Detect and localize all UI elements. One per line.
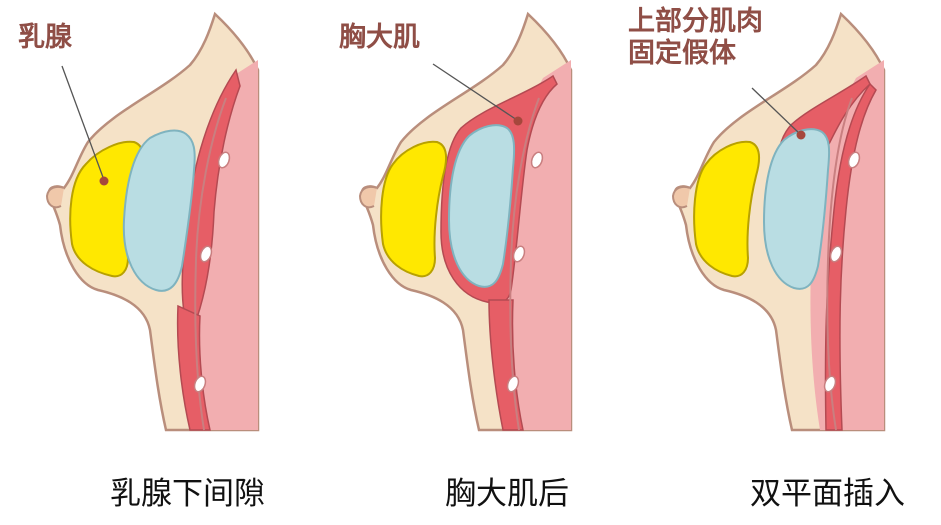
- breast-implant: [762, 128, 831, 290]
- caption-subglandular: 乳腺下间隙: [110, 476, 265, 512]
- callout-dot-1: [99, 176, 109, 186]
- rib-1: [217, 151, 231, 169]
- breast-cross-section-3: [671, 11, 886, 432]
- mammary-gland: [693, 140, 761, 278]
- callout-leader-3: [751, 87, 801, 135]
- callout-leader-2: [432, 63, 518, 121]
- rib-2: [199, 245, 213, 263]
- rib-1: [530, 151, 544, 169]
- rib-1: [847, 151, 861, 169]
- nipple: [671, 185, 691, 209]
- breast-implant: [447, 124, 516, 288]
- rib-3: [193, 375, 207, 393]
- callout-label-dual-plane: 上部分肌肉 固定假体: [628, 6, 763, 70]
- muscle-lower-band: [176, 304, 211, 431]
- rib-2: [829, 245, 843, 263]
- callout-line: 上部分肌肉: [628, 6, 763, 37]
- panel-submuscular: 胸大肌 胸大肌后: [313, 0, 626, 525]
- caption-dual-plane: 双平面插入: [750, 476, 905, 512]
- rib-3: [506, 375, 520, 393]
- callout-label-gland: 乳腺: [18, 22, 72, 54]
- callout-leader-1: [61, 65, 105, 181]
- callout-line: 乳腺: [18, 22, 72, 53]
- callout-line: 固定假体: [628, 38, 736, 69]
- panel-subglandular: 乳腺 乳腺下间隙: [0, 0, 313, 525]
- rib-2: [512, 245, 526, 263]
- callout-dot-2: [513, 116, 523, 126]
- nipple: [358, 185, 378, 209]
- rib-3: [823, 375, 837, 393]
- breast-cross-section-2: [358, 11, 573, 432]
- caption-submuscular: 胸大肌后: [445, 476, 569, 512]
- breast-implant: [122, 129, 196, 292]
- panel-dual-plane: 上部分肌肉 固定假体 双平面插入: [626, 0, 939, 525]
- nipple: [45, 185, 65, 209]
- mammary-gland: [380, 140, 448, 278]
- breast-cross-section-1: [45, 11, 260, 432]
- callout-dot-3: [796, 130, 806, 140]
- callout-line: 胸大肌: [339, 22, 420, 53]
- callout-label-muscle: 胸大肌: [339, 22, 420, 54]
